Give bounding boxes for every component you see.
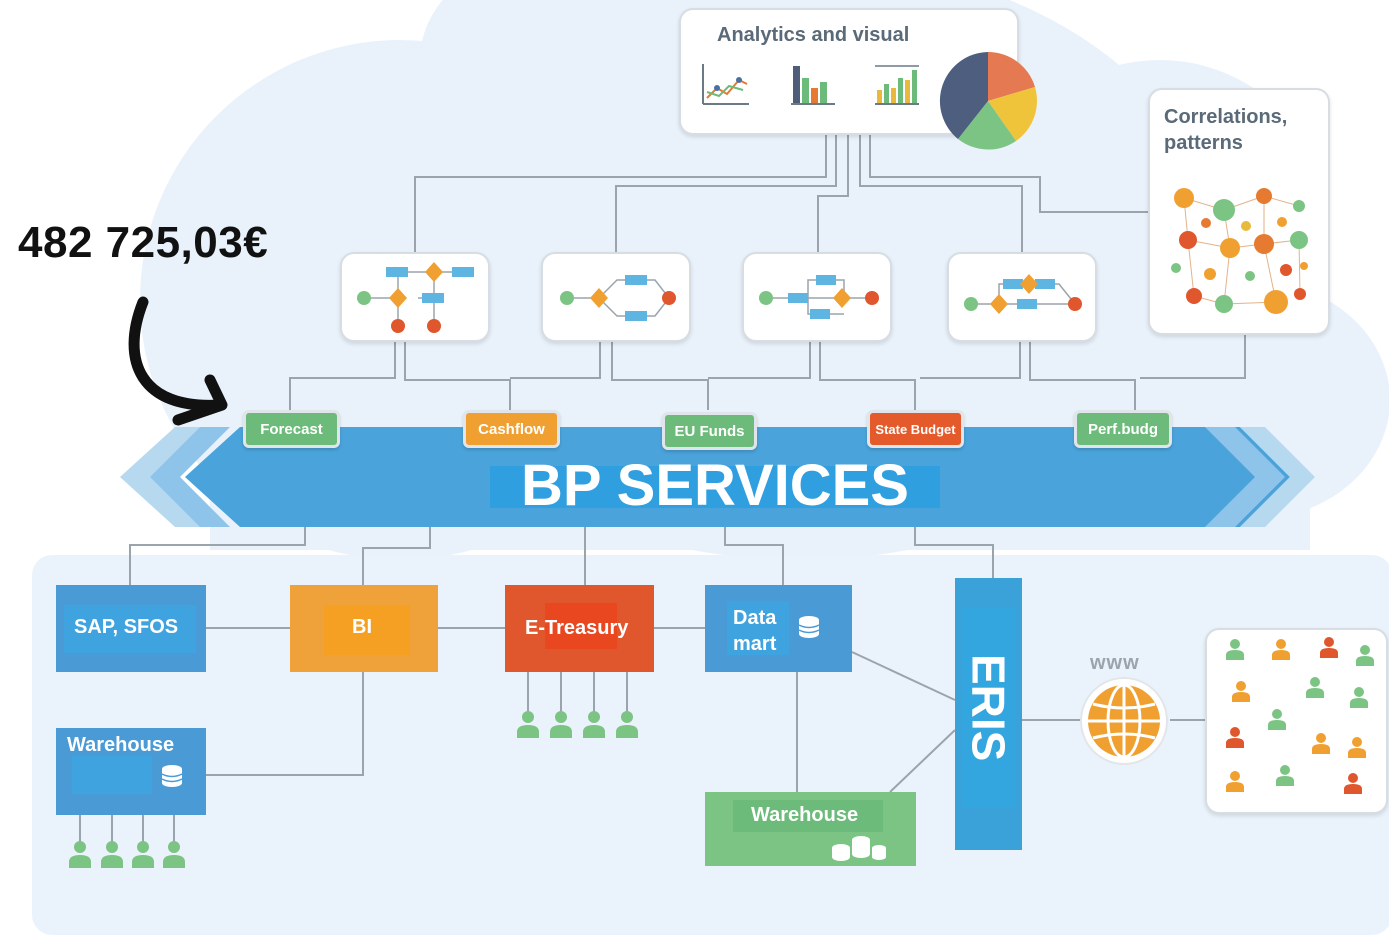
eris-box[interactable]: ERIS	[955, 578, 1022, 850]
data-mart-label: Data mart	[733, 607, 777, 655]
warehouse-left-label-bg	[72, 756, 152, 794]
tag-forecast[interactable]: Forecast	[243, 410, 340, 448]
flow-card-4	[947, 252, 1097, 342]
warehouse-bottom-label-bg	[733, 800, 883, 832]
correlations-title-line1: Correlations,	[1164, 106, 1288, 128]
arrow-head	[172, 374, 228, 426]
process-flow-icon	[357, 262, 474, 333]
flow-card-2	[541, 252, 691, 342]
e-treasury-users-icons	[517, 711, 638, 738]
bi-label: BI	[352, 616, 372, 638]
banner-title: BP SERVICES	[521, 453, 909, 518]
warehouse-users-icons	[69, 841, 185, 868]
warehouse-left-box[interactable]: Warehouse	[56, 728, 206, 815]
users-group-icons	[1226, 637, 1374, 794]
column-chart-icon	[875, 65, 919, 105]
bi-label-bg	[324, 605, 410, 655]
tag-perf-budg[interactable]: Perf.budg	[1074, 410, 1172, 448]
e-treasury-label: E-Treasury	[525, 617, 629, 639]
tag-eu-funds[interactable]: EU Funds	[662, 412, 757, 450]
sap-sfos-label-bg	[64, 605, 196, 653]
data-mart-box[interactable]: Data mart	[705, 585, 852, 672]
correlations-card: Correlations, patterns	[1148, 88, 1330, 335]
eris-label: ERIS	[961, 608, 1016, 808]
pie-chart-icon	[939, 51, 1037, 150]
database-icon	[161, 765, 183, 787]
e-treasury-label-bg	[545, 603, 617, 649]
warehouse-bottom-label: Warehouse	[751, 804, 859, 826]
bar-chart-icon	[791, 66, 835, 105]
tag-cashflow[interactable]: Cashflow	[463, 410, 560, 448]
banner-title-highlight	[490, 466, 940, 508]
data-mart-label-bg	[727, 601, 789, 655]
flow-card-3	[742, 252, 892, 342]
correlations-title-line2: patterns	[1164, 132, 1243, 154]
network-graph-icon	[1171, 188, 1308, 314]
process-flow-icon	[759, 275, 879, 319]
warehouse-bottom-box[interactable]: Warehouse	[705, 792, 916, 866]
www-label: www	[1090, 652, 1140, 674]
amount-label: 482 725,03€	[18, 218, 269, 267]
sap-sfos-box[interactable]: SAP, SFOS	[56, 585, 206, 672]
connector-lines	[79, 135, 1246, 842]
process-flow-icon	[560, 275, 676, 321]
curved-arrow	[128, 296, 226, 411]
sap-sfos-label: SAP, SFOS	[74, 616, 179, 638]
flow-card-1	[340, 252, 490, 342]
warehouse-left-label: Warehouse	[67, 734, 175, 756]
database-stack-icon	[832, 836, 886, 861]
database-icon	[798, 616, 820, 638]
analytics-title: Analytics and visual	[717, 24, 910, 46]
line-chart-icon	[702, 64, 749, 105]
process-flow-icon	[964, 274, 1082, 314]
bi-box[interactable]: BI	[290, 585, 438, 672]
e-treasury-box[interactable]: E-Treasury	[505, 585, 654, 672]
globe-icon	[1080, 677, 1168, 765]
tag-state-budget[interactable]: State Budget	[867, 410, 964, 448]
